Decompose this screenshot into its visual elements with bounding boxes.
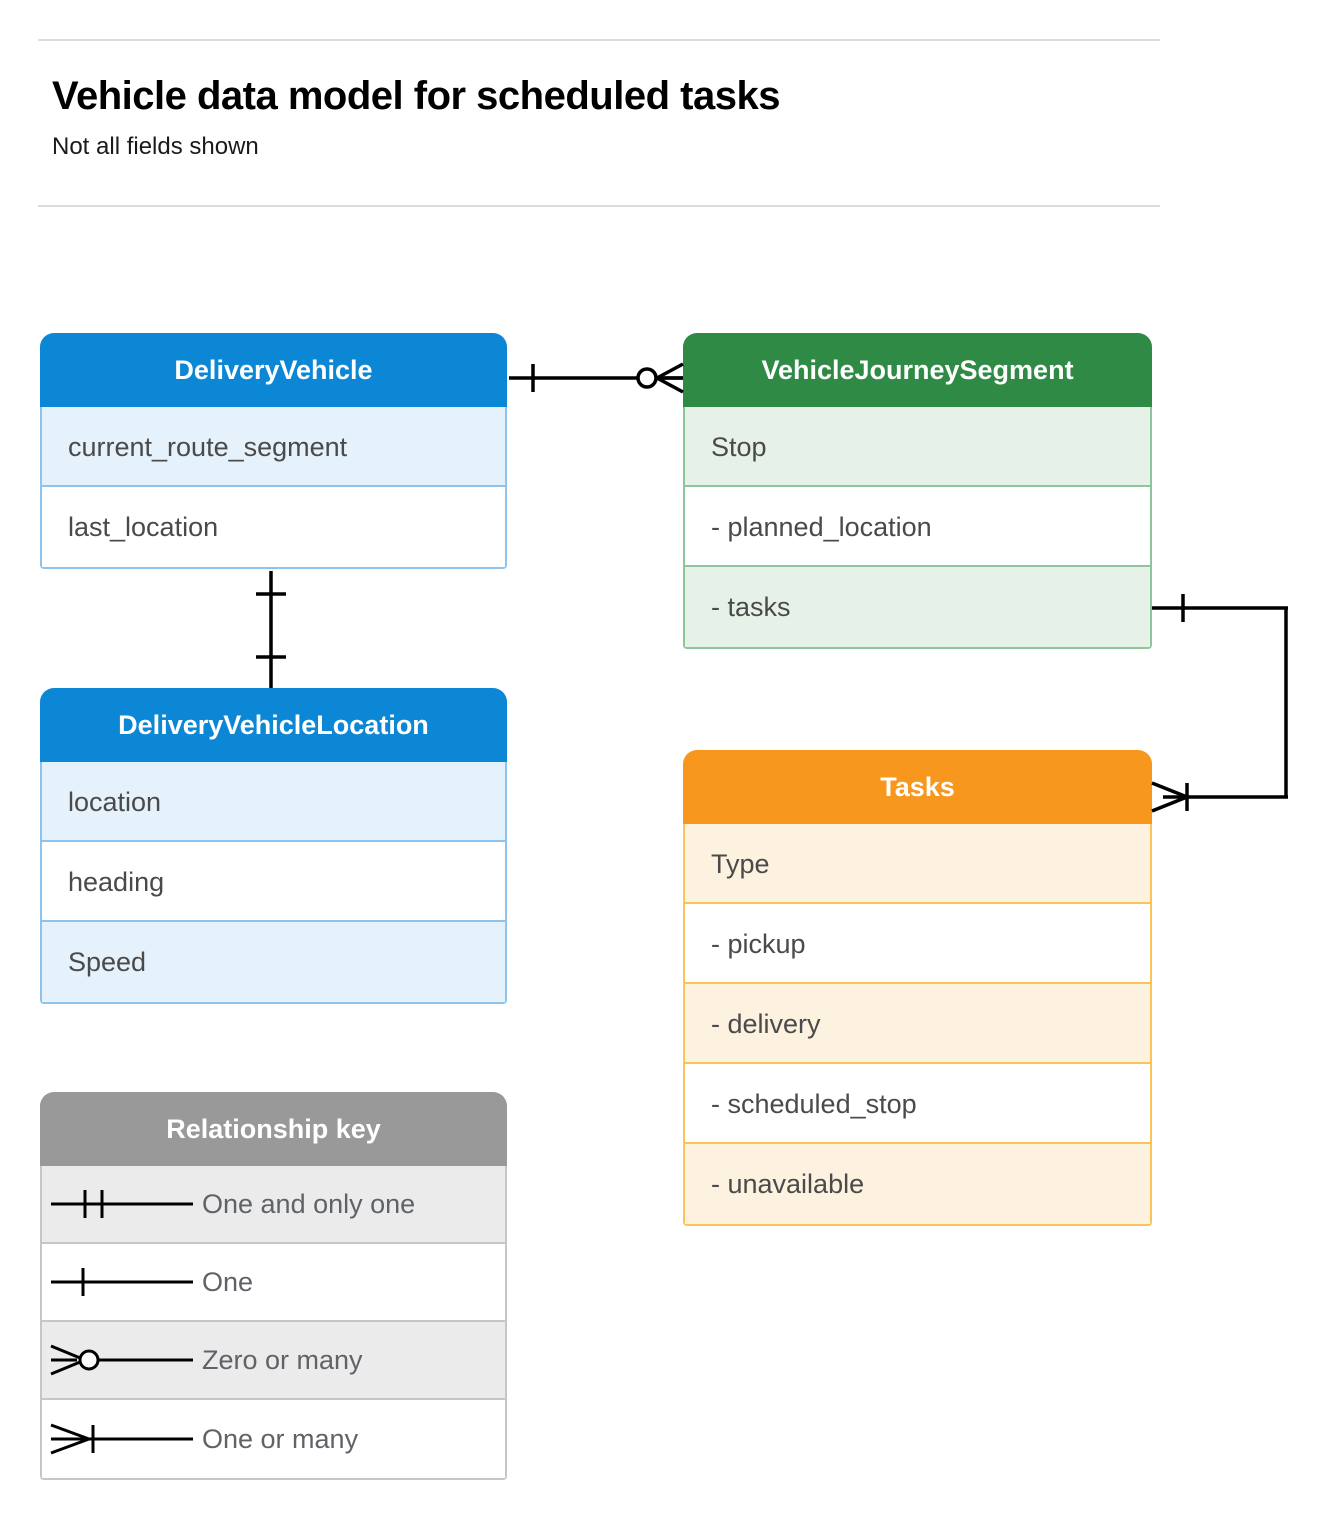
one-icon [42, 1262, 202, 1302]
entity-header-tasks: Tasks [683, 750, 1152, 824]
entity-delivery-vehicle-location[interactable]: DeliveryVehicleLocation location heading… [40, 688, 507, 1004]
page-title: Vehicle data model for scheduled tasks [52, 74, 780, 118]
legend-item-one-and-only-one: One and only one [42, 1166, 505, 1244]
legend-label: One [202, 1266, 254, 1297]
field-row: Type [685, 824, 1150, 904]
relationship-key-legend[interactable]: Relationship key One and only one One [40, 1092, 507, 1480]
legend-header: Relationship key [40, 1092, 507, 1166]
legend-label: One or many [202, 1423, 359, 1454]
entity-header-vehicle-journey-segment: VehicleJourneySegment [683, 333, 1152, 407]
connector-journey-segment-to-tasks [1151, 594, 1288, 813]
header-divider-bottom [38, 205, 1160, 207]
one-and-only-one-icon [42, 1184, 202, 1224]
legend-label: Zero or many [202, 1344, 363, 1375]
zero-or-many-icon [42, 1340, 202, 1380]
field-row: - unavailable [685, 1144, 1150, 1224]
entity-vehicle-journey-segment[interactable]: VehicleJourneySegment Stop - planned_loc… [683, 333, 1152, 649]
legend-label: One and only one [202, 1188, 416, 1219]
field-row: - scheduled_stop [685, 1064, 1150, 1144]
legend-item-one-or-many: One or many [42, 1400, 505, 1478]
entity-tasks[interactable]: Tasks Type - pickup - delivery - schedul… [683, 750, 1152, 1226]
field-row: - planned_location [685, 487, 1150, 567]
legend-item-one: One [42, 1244, 505, 1322]
connector-vehicle-to-location [256, 571, 286, 688]
entity-header-delivery-vehicle-location: DeliveryVehicleLocation [40, 688, 507, 762]
header-divider-top [38, 39, 1160, 41]
field-row: Speed [42, 922, 505, 1002]
entity-delivery-vehicle[interactable]: DeliveryVehicle current_route_segment la… [40, 333, 507, 569]
field-row: Stop [685, 407, 1150, 487]
entity-fields-vehicle-journey-segment: Stop - planned_location - tasks [683, 407, 1152, 649]
entity-fields-delivery-vehicle-location: location heading Speed [40, 762, 507, 1004]
page-subtitle: Not all fields shown [52, 133, 259, 160]
legend-rows: One and only one One Zero [40, 1166, 507, 1480]
entity-fields-delivery-vehicle: current_route_segment last_location [40, 407, 507, 569]
field-row: - pickup [685, 904, 1150, 984]
one-or-many-icon [42, 1419, 202, 1459]
field-row: last_location [42, 487, 505, 567]
field-row: location [42, 762, 505, 842]
field-row: - delivery [685, 984, 1150, 1064]
field-row: heading [42, 842, 505, 922]
field-row: current_route_segment [42, 407, 505, 487]
entity-fields-tasks: Type - pickup - delivery - scheduled_sto… [683, 824, 1152, 1226]
entity-header-delivery-vehicle: DeliveryVehicle [40, 333, 507, 407]
field-row: - tasks [685, 567, 1150, 647]
connector-vehicle-to-journey-segment [509, 362, 684, 394]
legend-item-zero-or-many: Zero or many [42, 1322, 505, 1400]
